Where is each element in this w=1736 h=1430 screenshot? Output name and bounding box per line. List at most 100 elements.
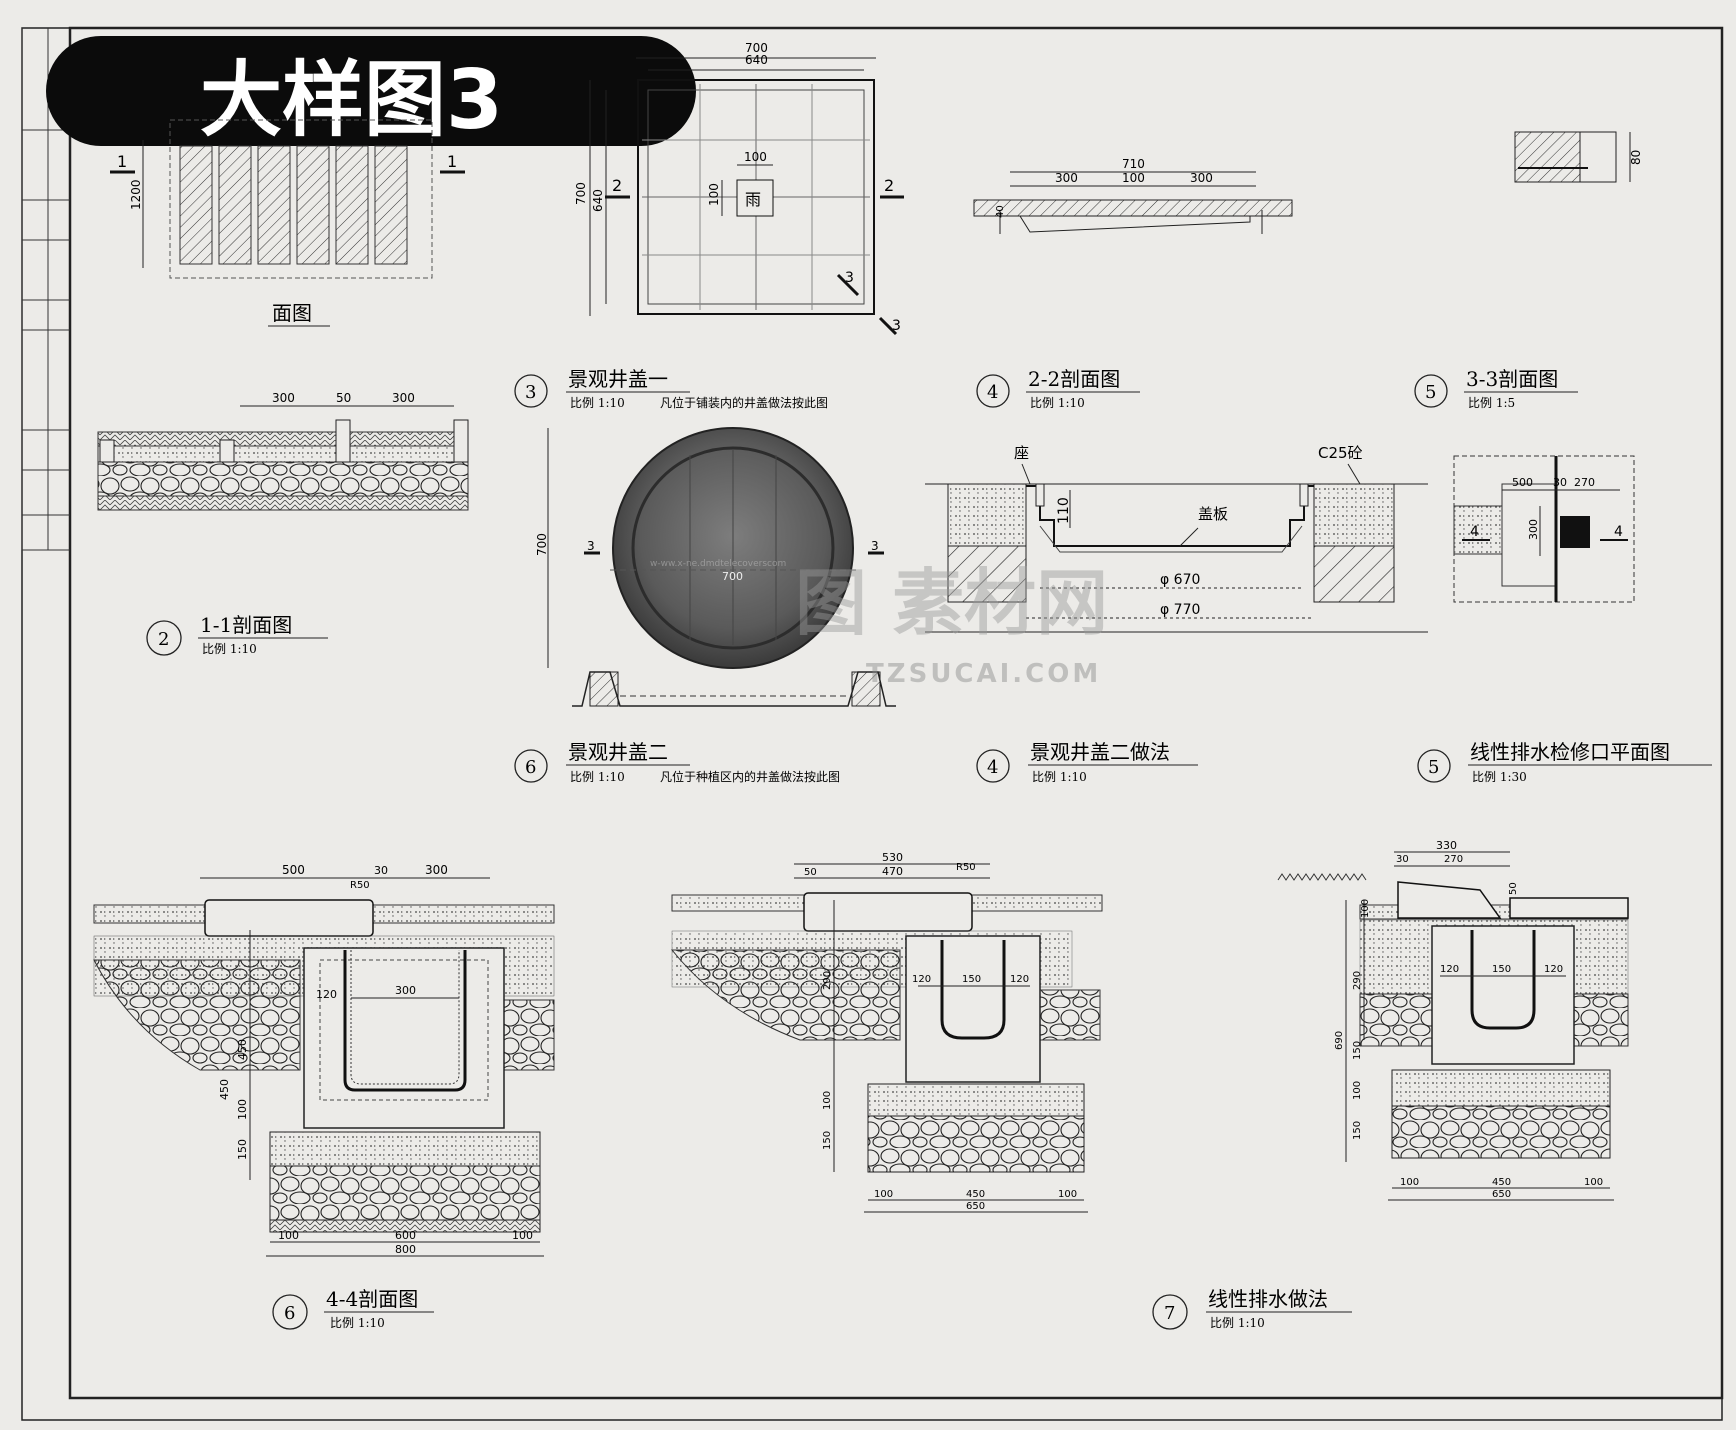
right-dim-330: 330: [1436, 839, 1457, 852]
plan-dim-270: 270: [1574, 476, 1595, 489]
title-block: [21, 28, 70, 551]
caption-plan-scale: 比例 1:30: [1472, 770, 1527, 784]
caption-sec22-num: 4: [987, 382, 998, 403]
plan-dim-30: 30: [1553, 476, 1567, 489]
caption-sec44: 6 4-4剖面图 比例 1:10: [272, 1287, 434, 1330]
caption-sec44-num: 6: [284, 1303, 295, 1324]
s44-dim-30: 30: [374, 864, 388, 877]
caption-sec22-scale: 比例 1:10: [1030, 396, 1085, 410]
right-dim-450: 450: [1492, 1177, 1511, 1188]
cover1-dim-700: 700: [745, 41, 768, 55]
caption-sec22: 4 2-2剖面图 比例 1:10: [976, 367, 1140, 410]
mid-dim-290: 290: [822, 971, 833, 990]
s11-dim-300b: 300: [392, 391, 415, 405]
plan-label: 面图: [272, 301, 312, 325]
mid-dim-100b: 100: [1058, 1189, 1077, 1200]
s44-dim-500: 500: [282, 863, 305, 877]
mid-dim-650: 650: [966, 1201, 985, 1212]
caption-cover2-method: 4 景观井盖二做法 比例 1:10: [976, 740, 1198, 784]
caption-sec11: 2 1-1剖面图 比例 1:10: [146, 613, 328, 656]
mid-dim-100: 100: [822, 1091, 833, 1110]
cover1-plan: 雨 700 640 100 100 700 640 2 2 3 3: [574, 41, 904, 336]
s44-dim-450b: 450: [218, 1079, 231, 1100]
mid-dim-50: 50: [804, 867, 817, 878]
method-phi-670: φ 670: [1160, 572, 1200, 588]
caption-method-title: 景观井盖二做法: [1030, 740, 1170, 764]
caption-sec33-title: 3-3剖面图: [1466, 367, 1558, 391]
cover2-sec3-right: 3: [871, 539, 879, 553]
drain-section-right: 330 30 270 50 120 150 120 100 290 690 15…: [1277, 839, 1629, 1201]
plan-sec4-left: 4: [1470, 524, 1479, 540]
caption-plan-title: 线性排水检修口平面图: [1470, 740, 1670, 764]
right-dim-30: 30: [1396, 854, 1409, 865]
caption-sec11-scale: 比例 1:10: [202, 642, 257, 656]
caption-drain-method: 7 线性排水做法 比例 1:10: [1152, 1287, 1352, 1330]
caption-cover2-title: 景观井盖二: [568, 740, 668, 764]
mid-dim-120b: 120: [1010, 974, 1029, 985]
s33-dim-80: 80: [1629, 150, 1643, 165]
cover2-method-section: 110 座 C25砼 盖板 φ 670 φ 770: [925, 444, 1428, 633]
inner-frame: [68, 26, 1724, 1400]
cover1-sec3-a: 3: [845, 270, 854, 286]
s44-dim-150: 150: [236, 1139, 249, 1160]
caption-cover1: 3 景观井盖一 比例 1:10 凡位于铺装内的井盖做法按此图: [514, 367, 828, 410]
plan-top-left: 1200 1 1 面图: [110, 119, 465, 327]
s44-dim-100a: 100: [278, 1229, 299, 1242]
caption-plan-num: 5: [1428, 757, 1439, 778]
s44-dim-300-in: 300: [395, 984, 416, 997]
caption-sec11-title: 1-1剖面图: [200, 613, 292, 637]
cover2-elevation: 700 700 3 3: [535, 427, 896, 707]
right-dim-690: 690: [1334, 1031, 1345, 1050]
caption-sec33: 5 3-3剖面图 比例 1:5: [1414, 367, 1578, 410]
cover1-dim-100v: 100: [707, 183, 721, 206]
caption-cover1-title: 景观井盖一: [568, 367, 668, 391]
plan-sec4-right: 4: [1614, 524, 1623, 540]
caption-sec44-title: 4-4剖面图: [326, 1287, 418, 1311]
s22-dim-40: 40: [995, 205, 1006, 218]
s22-dim-300b: 300: [1190, 171, 1213, 185]
caption-drain-title: 线性排水做法: [1208, 1287, 1328, 1311]
sec-mark-1-left: 1: [117, 152, 127, 171]
banner-title: 大样图3: [200, 53, 503, 148]
s22-dim-710: 710: [1122, 157, 1145, 171]
right-dim-50: 50: [1508, 882, 1519, 895]
mid-dim-450: 450: [966, 1189, 985, 1200]
mid-dim-150b: 150: [822, 1131, 833, 1150]
cover1-center-char: 雨: [745, 190, 761, 209]
right-dim-120a: 120: [1440, 964, 1459, 975]
watermark-url: w-ww.x-ne.dmdtelecoverscom: [650, 559, 786, 569]
method-label-plate: 盖板: [1198, 505, 1228, 523]
s44-dim-300-top: 300: [425, 863, 448, 877]
plan-dim-500: 500: [1512, 476, 1533, 489]
caption-cover1-num: 3: [525, 382, 536, 403]
s44-r50: R50: [350, 880, 370, 891]
dim-1200: 1200: [129, 179, 143, 210]
title-banner: 大样图3: [46, 36, 696, 148]
s22-dim-100: 100: [1122, 171, 1145, 185]
s11-dim-50: 50: [336, 391, 351, 405]
right-dim-150: 150: [1352, 1041, 1363, 1060]
cover1-sec3-b: 3: [892, 318, 901, 334]
right-dim-120b: 120: [1544, 964, 1563, 975]
section-2-2: 710 300 100 300 40: [973, 157, 1293, 234]
mid-dim-530: 530: [882, 851, 903, 864]
plan-dim-300: 300: [1527, 519, 1540, 540]
s44-dim-450: 450: [236, 1039, 249, 1060]
s44-dim-100: 100: [236, 1099, 249, 1120]
method-label-seat: 座: [1014, 444, 1029, 462]
s44-dim-800: 800: [395, 1243, 416, 1256]
cover2-dim-700v: 700: [535, 533, 549, 556]
right-dim-290: 290: [1352, 971, 1363, 990]
caption-cover2: 6 景观井盖二 比例 1:10 凡位于种植区内的井盖做法按此图: [514, 740, 840, 784]
mid-dim-150: 150: [962, 974, 981, 985]
caption-drain-num: 7: [1164, 1303, 1175, 1324]
mid-dim-470: 470: [882, 865, 903, 878]
drain-inspection-plan: 500 30 270 300 4 4: [1453, 455, 1635, 603]
right-dim-150b: 150: [1352, 1121, 1363, 1140]
right-dim-100c: 100: [1584, 1177, 1603, 1188]
right-dim-100: 100: [1360, 899, 1371, 918]
section-3-3: 80: [1514, 131, 1643, 183]
right-dim-100b: 100: [1352, 1081, 1363, 1100]
